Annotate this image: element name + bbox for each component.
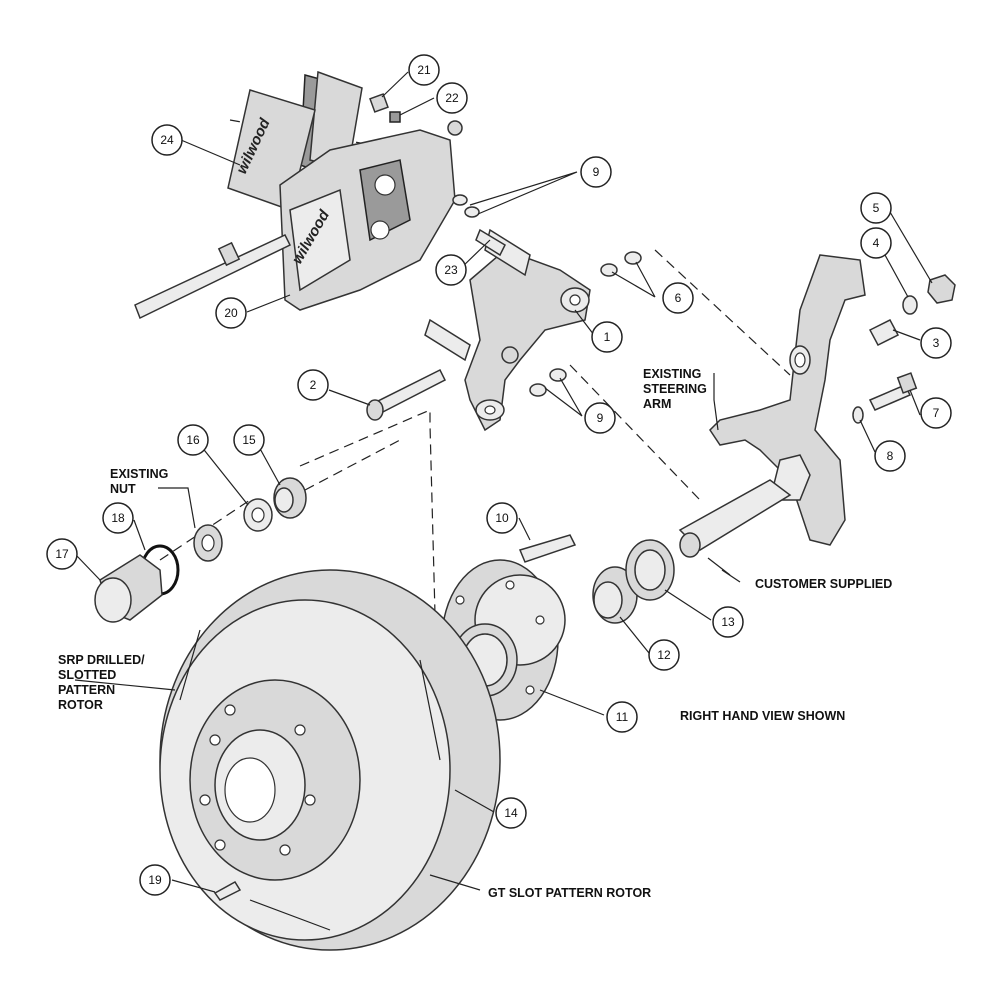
callout-14: 14: [495, 797, 527, 829]
label-line: ARM: [643, 397, 671, 411]
callout-leaders: [74, 71, 933, 893]
callout-15: 15: [233, 424, 265, 456]
callout-4: 4: [860, 227, 892, 259]
callout-18: 18: [102, 502, 134, 534]
washer-16: [243, 498, 273, 532]
callout-9-upper: 9: [580, 156, 612, 188]
dust-cap-17: [94, 554, 163, 623]
callout-number: 15: [242, 433, 256, 447]
washers-6: [600, 251, 642, 277]
callout-number: 8: [887, 449, 894, 463]
callout-7: 7: [920, 397, 952, 429]
spacer-3: [868, 319, 900, 346]
callout-13: 13: [712, 606, 744, 638]
callout-number: 1: [604, 330, 611, 344]
callout-19: 19: [139, 864, 171, 896]
callout-23: 23: [435, 254, 467, 286]
label-line: NUT: [110, 482, 136, 496]
washers-9-upper: [452, 194, 480, 218]
rotor: [159, 569, 501, 951]
callout-number: 13: [721, 615, 735, 629]
callout-16: 16: [177, 424, 209, 456]
callout-number: 11: [616, 710, 629, 724]
washer-4: [902, 295, 918, 315]
label-line: SRP DRILLED/: [58, 653, 145, 667]
callout-number: 19: [148, 873, 162, 887]
caliper-mount-bolt: [134, 234, 292, 320]
callout-number: 21: [417, 63, 431, 77]
label-existing-nut: EXISTING NUT: [110, 467, 168, 496]
steering-knuckle: [678, 254, 866, 558]
callout-2: 2: [297, 369, 329, 401]
label-line: PATTERN: [58, 683, 115, 697]
callout-number: 14: [504, 806, 518, 820]
callout-12: 12: [648, 639, 680, 671]
callout-number: 2: [310, 378, 317, 392]
label-line: ROTOR: [58, 698, 103, 712]
callout-17: 17: [46, 538, 78, 570]
cotter-pin: [707, 557, 731, 576]
nut-5: [927, 274, 956, 304]
callout-number: 4: [873, 236, 880, 250]
callout-number: 5: [873, 201, 880, 215]
caliper-bracket: [424, 228, 591, 432]
label-srp-rotor: SRP DRILLED/ SLOTTED PATTERN ROTOR: [58, 653, 145, 712]
callout-number: 20: [224, 306, 238, 320]
washers-9-lower: [529, 368, 567, 397]
label-customer-supplied: CUSTOMER SUPPLIED: [755, 577, 892, 591]
callout-8: 8: [874, 440, 906, 472]
label-line: SLOTTED: [58, 668, 116, 682]
callout-number: 7: [933, 406, 940, 420]
callout-22: 22: [436, 82, 468, 114]
label-line: EXISTING: [643, 367, 701, 381]
callout-1: 1: [591, 321, 623, 353]
bolt-19: [213, 881, 242, 901]
bolt-2: [366, 368, 447, 421]
callout-number: 3: [933, 336, 940, 350]
callout-24: 24: [151, 124, 183, 156]
bearing-15: [273, 477, 307, 519]
callout-number: 10: [495, 511, 509, 525]
callout-11: 11: [606, 701, 638, 733]
callout-6: 6: [662, 282, 694, 314]
bleeder-screw: [369, 93, 463, 136]
bolt-7: [868, 372, 918, 411]
stud-23: [475, 228, 506, 257]
callout-number: 22: [445, 91, 459, 105]
callout-10: 10: [486, 502, 518, 534]
callout-number: 16: [186, 433, 200, 447]
label-gt-slot-rotor: GT SLOT PATTERN ROTOR: [488, 886, 651, 900]
callout-3: 3: [920, 327, 952, 359]
nut-existing: [193, 524, 223, 562]
callout-9-lower: 9: [584, 402, 616, 434]
label-right-hand-view: RIGHT HAND VIEW SHOWN: [680, 709, 845, 723]
callout-20: 20: [215, 297, 247, 329]
callout-number: 9: [597, 411, 604, 425]
callout-number: 9: [593, 165, 600, 179]
callout-number: 18: [111, 511, 125, 525]
wheel-stud-10: [518, 534, 577, 563]
seal-13: [625, 539, 675, 601]
washer-8: [852, 406, 864, 424]
callout-number: 12: [657, 648, 671, 662]
caliper: wilwood: [279, 129, 456, 311]
label-line: EXISTING: [110, 467, 168, 481]
label-existing-steering-arm: EXISTING STEERING ARM: [643, 367, 707, 411]
label-line: STEERING: [643, 382, 707, 396]
callout-number: 6: [675, 291, 682, 305]
callout-number: 23: [444, 263, 458, 277]
callout-21: 21: [408, 54, 440, 86]
callout-5: 5: [860, 192, 892, 224]
callout-number: 17: [55, 547, 69, 561]
callout-number: 24: [160, 133, 174, 147]
